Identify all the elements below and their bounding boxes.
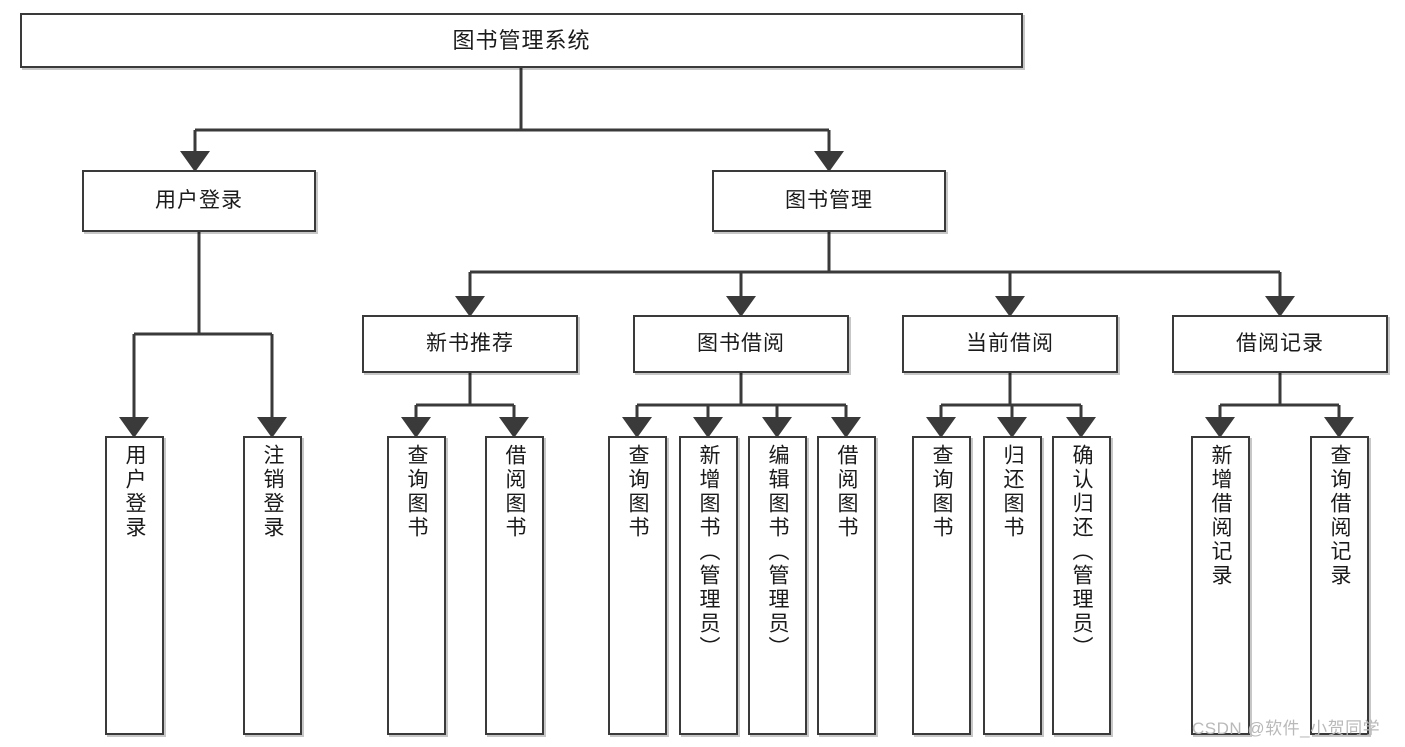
- level2-node-3[interactable]: 借阅记录: [1172, 315, 1388, 373]
- leaf-node-6[interactable]: 编辑图书（管理员）: [748, 436, 807, 735]
- leaf-node-3[interactable]: 借阅图书: [485, 436, 544, 735]
- node-label: 注销登录: [261, 444, 284, 540]
- node-label: 归还图书: [1001, 444, 1024, 540]
- node-label: 用户登录: [155, 188, 243, 212]
- level2-node-1[interactable]: 图书借阅: [633, 315, 849, 373]
- node-label: 用户登录: [123, 444, 146, 540]
- leaf-node-8[interactable]: 查询图书: [912, 436, 971, 735]
- leaf-node-11[interactable]: 新增借阅记录: [1191, 436, 1250, 735]
- level2-node-0[interactable]: 新书推荐: [362, 315, 578, 373]
- node-label: 图书管理: [785, 188, 873, 212]
- node-label: 借阅图书: [835, 444, 858, 540]
- node-label: 图书管理系统: [452, 27, 591, 53]
- level2-node-2[interactable]: 当前借阅: [902, 315, 1118, 373]
- node-label: 编辑图书（管理员）: [766, 444, 789, 660]
- level1-node-0[interactable]: 用户登录: [82, 170, 316, 232]
- node-label: 查询图书: [405, 444, 428, 540]
- leaf-node-0[interactable]: 用户登录: [105, 436, 164, 735]
- level1-node-1[interactable]: 图书管理: [712, 170, 946, 232]
- leaf-node-10[interactable]: 确认归还（管理员）: [1052, 436, 1111, 735]
- node-label: 查询借阅记录: [1328, 444, 1351, 588]
- node-label: 新增借阅记录: [1209, 444, 1232, 588]
- node-label: 确认归还（管理员）: [1070, 444, 1093, 660]
- node-label: 当前借阅: [966, 331, 1054, 355]
- leaf-node-12[interactable]: 查询借阅记录: [1310, 436, 1369, 735]
- node-label: 图书借阅: [697, 331, 785, 355]
- node-label: 新增图书（管理员）: [697, 444, 720, 660]
- leaf-node-7[interactable]: 借阅图书: [817, 436, 876, 735]
- node-label: 查询图书: [626, 444, 649, 540]
- leaf-node-4[interactable]: 查询图书: [608, 436, 667, 735]
- leaf-node-5[interactable]: 新增图书（管理员）: [679, 436, 738, 735]
- leaf-node-1[interactable]: 注销登录: [243, 436, 302, 735]
- node-label: 查询图书: [930, 444, 953, 540]
- node-label: 借阅记录: [1236, 331, 1324, 355]
- leaf-node-9[interactable]: 归还图书: [983, 436, 1042, 735]
- leaf-node-2[interactable]: 查询图书: [387, 436, 446, 735]
- node-label: 新书推荐: [426, 331, 514, 355]
- node-label: 借阅图书: [503, 444, 526, 540]
- root-node[interactable]: 图书管理系统: [20, 13, 1023, 68]
